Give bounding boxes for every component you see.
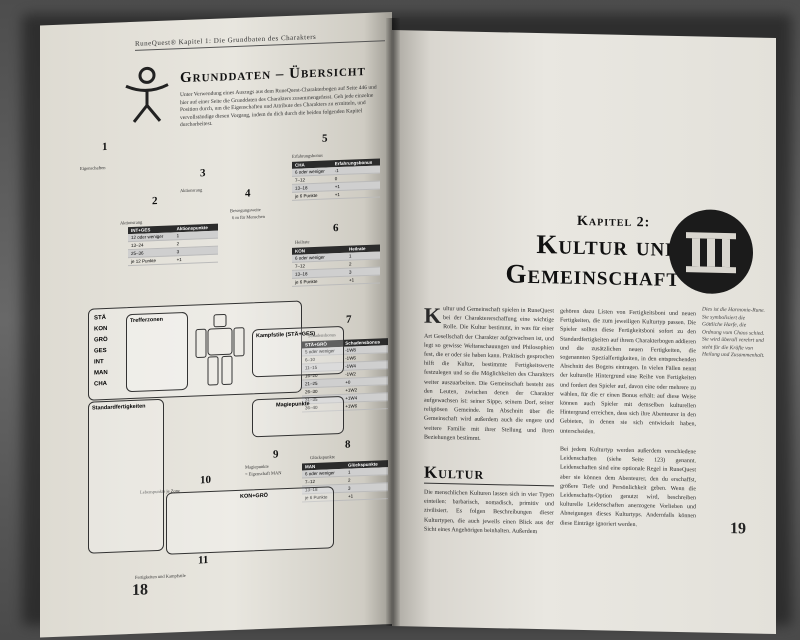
- intro-paragraph: ultur und Gemeinschaft spielen in RuneQu…: [424, 306, 554, 442]
- dropcap: K: [424, 302, 442, 329]
- attribute-sta: STÄ: [94, 314, 106, 322]
- trefferzonen-label: Trefferzonen: [130, 316, 164, 325]
- kultur-heading: Kultur: [424, 462, 485, 483]
- callout-label-9-sub: = Eigenschaft MAN: [245, 470, 282, 477]
- section-intro: Unter Verwendung eines Auszugs aus dem R…: [180, 84, 377, 129]
- attribute-kon: KON: [94, 325, 108, 333]
- left-page: RuneQuest® Kapitel 1: Die Grundbaten des…: [40, 12, 392, 638]
- callout-label-2: Aktionsrang: [120, 219, 143, 226]
- section-title: Grunddaten – Übersicht: [180, 63, 366, 87]
- callout-label-8: Glückspunkte: [310, 454, 335, 461]
- attribute-int: INT: [94, 359, 104, 366]
- callout-label-9: Magiepunkte: [245, 463, 269, 470]
- sidebar-note: Dies ist die Harmonie-Rune. Sie symbolis…: [702, 306, 765, 359]
- callout-number-8: 8: [345, 438, 351, 451]
- standardfertigkeiten-box: [88, 398, 164, 554]
- callout-number-1: 1: [102, 140, 108, 154]
- callout-label-11: Fertigkeiten und Kampfstile: [135, 572, 186, 580]
- book-gutter: [386, 18, 400, 626]
- callout-label-4: Bewegungsweite: [230, 207, 261, 214]
- callout-number-10: 10: [200, 473, 211, 487]
- attribute-ges: GES: [94, 347, 107, 355]
- attribute-man: MAN: [94, 369, 108, 377]
- spirit-rune-icon: [125, 66, 169, 123]
- callout-number-3: 3: [200, 167, 206, 180]
- kultur-paragraph: Die menschlichen Kulturen lassen sich in…: [424, 489, 554, 535]
- callout-number-4: 4: [245, 187, 251, 200]
- callout-number-6: 6: [333, 222, 339, 235]
- callout-number-2: 2: [152, 195, 158, 208]
- callout-number-11: 11: [198, 554, 209, 567]
- page-number-right: 19: [730, 520, 746, 538]
- callout-number-5: 5: [322, 132, 328, 145]
- callout-label-4-sub: 6 m für Menschen: [232, 213, 265, 221]
- body-silhouette-icon: [195, 313, 245, 386]
- page-number-left: 18: [132, 581, 148, 599]
- chapter-title: Kultur und Gemeinschaft: [505, 229, 680, 293]
- callout-label-3: Aktionsrang: [180, 187, 203, 194]
- callout-number-7: 7: [346, 313, 352, 326]
- kultur-rule: [424, 482, 554, 487]
- attribute-gro: GRÖ: [94, 336, 108, 344]
- callout-label-5: Erfahrungsbonus: [292, 152, 323, 159]
- trefferzonen-box: [126, 311, 188, 393]
- harmony-rune-emblem-icon: [669, 209, 753, 294]
- callout-number-9: 9: [273, 448, 279, 461]
- attribute-cha: CHA: [94, 380, 107, 388]
- chapter-kicker: Kapitel 2:: [577, 213, 651, 231]
- column-two-text: gehören dazu Listen von Fertigkeitsboni …: [560, 308, 696, 435]
- callout-label-6: Heilrate: [295, 239, 310, 245]
- callout-label-1: Eigenschaften: [80, 165, 106, 171]
- leidenschaften-paragraph: Bei jedem Kulturtyp werden außerdem vers…: [560, 446, 696, 528]
- right-page: Kapitel 2: Kultur und Gemeinschaft Dies …: [392, 30, 776, 635]
- kon-gro-label: KON+GRÖ: [240, 492, 268, 500]
